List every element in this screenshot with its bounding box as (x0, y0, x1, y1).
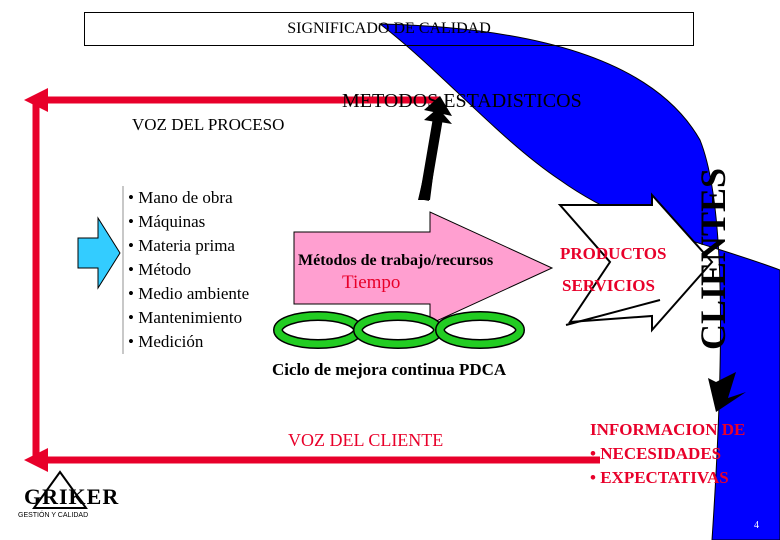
output-line (565, 299, 661, 326)
input-item: • Medio ambiente (128, 284, 250, 303)
metodos-trabajo: Métodos de trabajo/recursos (298, 252, 494, 269)
productos: PRODUCTOS (560, 244, 667, 263)
input-item: • Materia prima (128, 236, 235, 255)
input-arrow (77, 216, 121, 290)
page-number: 4 (754, 520, 759, 531)
informacion: INFORMACION DE (590, 420, 746, 439)
servicios: SERVICIOS (562, 276, 655, 295)
clientes-label: CLIENTES (693, 167, 733, 350)
input-item: • Máquinas (128, 212, 206, 231)
voz-cliente: VOZ DEL CLIENTE (288, 430, 444, 450)
client-band (378, 23, 780, 540)
expectativas: • EXPECTATIVAS (590, 468, 729, 487)
logo (32, 470, 88, 509)
input-item: • Medición (128, 332, 204, 351)
tiempo: Tiempo (342, 272, 401, 293)
logo-caption: GESTIÓN Y CALIDAD (18, 512, 89, 519)
metodos-estadisticos: METODOS ESTADISTICOS (342, 90, 582, 112)
inputs-list: • Mano de obra • Máquinas • Materia prim… (122, 186, 249, 354)
page-title: SIGNIFICADO DE CALIDAD (287, 20, 491, 37)
info-arrow (708, 372, 746, 412)
clients-chevron (557, 192, 714, 333)
input-item: • Método (128, 260, 192, 279)
red-bottom-arrowhead (24, 448, 48, 472)
necesidades: • NECESIDADES (590, 444, 722, 463)
ciclo-pdca: Ciclo de mejora continua PDCA (272, 360, 507, 379)
logo-text: GRIKER (24, 484, 120, 509)
pdca-cycles (273, 311, 525, 349)
input-item: • Mantenimiento (128, 308, 243, 327)
process-arrow (293, 211, 554, 325)
voz-proceso: VOZ DEL PROCESO (132, 115, 285, 134)
input-item: • Mano de obra (128, 188, 233, 207)
title-box: SIGNIFICADO DE CALIDAD (84, 12, 694, 46)
